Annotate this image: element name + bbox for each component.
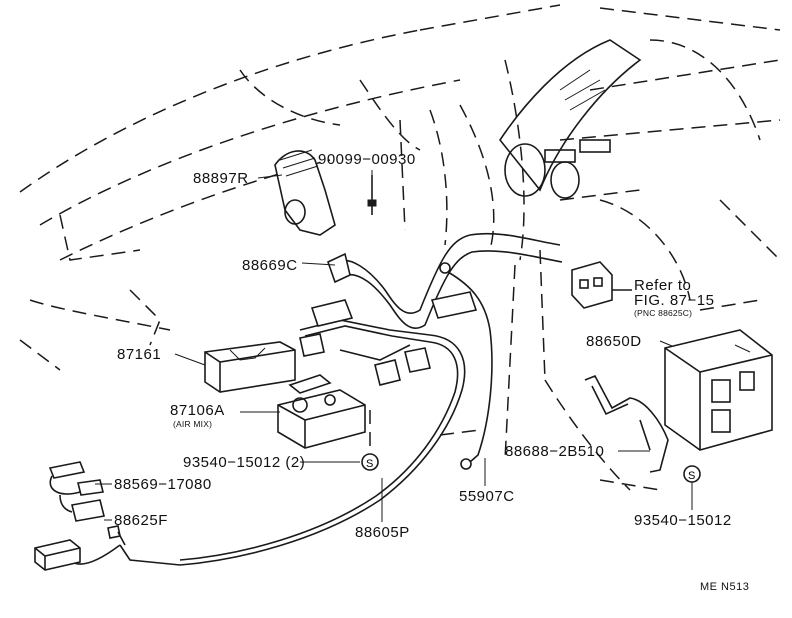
actuator-87106a xyxy=(277,374,366,449)
label-90099-00930: 90099−00930 xyxy=(318,151,416,168)
figure-code: ME N513 xyxy=(700,581,750,593)
screw-icon xyxy=(367,175,377,215)
svg-text:S: S xyxy=(688,470,695,482)
svg-text:S: S xyxy=(366,458,373,470)
clip-symbol-1: S xyxy=(361,453,379,471)
label-88605p: 88605P xyxy=(355,524,410,541)
label-88897r: 88897R xyxy=(193,170,249,187)
box-87161 xyxy=(204,341,296,393)
reference-line-3: (PNC 88625C) xyxy=(634,308,693,318)
clip-icon xyxy=(34,461,126,571)
dashboard-outline xyxy=(19,4,781,491)
bracket-88688 xyxy=(584,374,669,473)
reference-line-1: Refer to xyxy=(634,277,692,294)
connector-icon xyxy=(571,261,632,309)
reference-line-2: FIG. 87−15 xyxy=(634,292,715,309)
vent-cluster xyxy=(499,39,642,199)
duct-88897r xyxy=(274,149,336,236)
label-93540-15012: 93540−15012 xyxy=(634,512,732,529)
label-93540-15012-2: 93540−15012 (2) xyxy=(183,454,306,471)
hose-88669c xyxy=(327,232,563,329)
leader-lines xyxy=(95,170,693,522)
label-55907c: 55907C xyxy=(459,488,515,505)
clip-symbol-2: S xyxy=(683,465,701,483)
label-88669c: 88669C xyxy=(242,257,298,274)
ecu-88650d xyxy=(664,329,773,451)
label-88650d: 88650D xyxy=(586,333,642,350)
label-88625f: 88625F xyxy=(114,512,168,529)
label-88688-2b510: 88688−2B510 xyxy=(505,443,605,460)
label-87161: 87161 xyxy=(117,346,162,363)
harness-88605p xyxy=(69,291,478,566)
label-87106a: 87106A xyxy=(170,402,225,419)
wire-55907c xyxy=(439,262,493,470)
label-88569-17080: 88569−17080 xyxy=(114,476,212,493)
label-air-mix: (AIR MIX) xyxy=(173,419,213,429)
